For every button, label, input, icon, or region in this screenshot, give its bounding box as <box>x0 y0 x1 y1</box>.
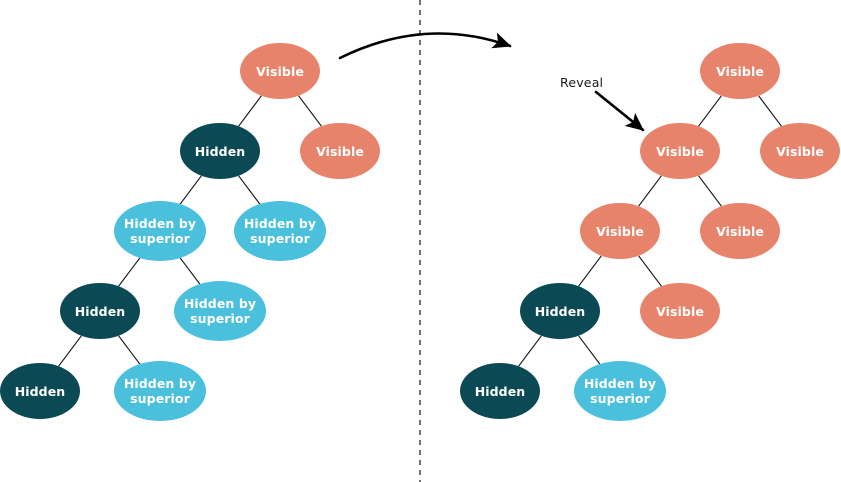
tree-node-label: Visible <box>776 143 824 159</box>
tree-node-label: Hidden <box>14 383 66 399</box>
tree-node-visible[interactable]: Visible <box>700 43 780 99</box>
tree-edge <box>238 175 262 207</box>
tree-node-label: Hidden by superior <box>123 216 197 246</box>
reveal-arrow-icon <box>594 90 645 132</box>
tree-node-hidden[interactable]: Hidden <box>60 283 140 339</box>
tree-node-label: Visible <box>596 223 644 239</box>
tree-node-hidden-by-superior[interactable]: Hidden by superior <box>574 361 666 421</box>
tree-node-label: Hidden <box>534 303 586 319</box>
tree-node-visible[interactable]: Visible <box>640 123 720 179</box>
tree-node-label: Visible <box>656 143 704 159</box>
tree-edge <box>58 335 82 367</box>
tree-edge <box>238 95 262 127</box>
tree-node-label: Visible <box>256 63 304 79</box>
tree-node-label: Visible <box>656 303 704 319</box>
tree-node-visible[interactable]: Visible <box>700 203 780 259</box>
tree-edge <box>118 255 142 287</box>
tree-node-hidden[interactable]: Hidden <box>0 363 80 419</box>
tree-node-label: Hidden by superior <box>583 376 657 406</box>
tree-edge <box>118 335 142 367</box>
tree-node-visible[interactable]: Visible <box>760 123 840 179</box>
tree-node-visible[interactable]: Visible <box>580 203 660 259</box>
tree-edge <box>298 95 322 127</box>
tree-node-hidden-by-superior[interactable]: Hidden by superior <box>234 201 326 261</box>
tree-node-visible[interactable]: Visible <box>240 43 320 99</box>
tree-node-label: Hidden by superior <box>243 216 317 246</box>
tree-node-visible[interactable]: Visible <box>640 283 720 339</box>
tree-node-hidden-by-superior[interactable]: Hidden by superior <box>114 361 206 421</box>
tree-node-label: Hidden by superior <box>123 376 197 406</box>
tree-node-hidden[interactable]: Hidden <box>460 363 540 419</box>
tree-edge <box>178 175 202 207</box>
tree-node-hidden-by-superior[interactable]: Hidden by superior <box>114 201 206 261</box>
tree-node-hidden[interactable]: Hidden <box>520 283 600 339</box>
reveal-annotation-label: Reveal <box>560 75 604 90</box>
tree-node-hidden-by-superior[interactable]: Hidden by superior <box>174 281 266 341</box>
tree-node-label: Visible <box>716 63 764 79</box>
tree-edge <box>178 255 202 287</box>
tree-node-label: Hidden by superior <box>183 296 257 326</box>
tree-edge <box>758 95 782 127</box>
tree-edge <box>698 95 722 127</box>
tree-edge <box>518 335 542 367</box>
tree-edges <box>58 95 782 367</box>
tree-edge <box>638 255 662 287</box>
tree-edge <box>578 335 602 367</box>
tree-node-hidden[interactable]: Hidden <box>180 123 260 179</box>
tree-edge <box>698 175 722 207</box>
tree-edge <box>578 255 602 287</box>
transition-arrow-icon <box>338 32 512 60</box>
tree-node-label: Visible <box>716 223 764 239</box>
tree-node-label: Hidden <box>474 383 526 399</box>
tree-node-label: Hidden <box>194 143 246 159</box>
tree-node-label: Hidden <box>74 303 126 319</box>
tree-node-label: Visible <box>316 143 364 159</box>
tree-node-visible[interactable]: Visible <box>300 123 380 179</box>
tree-edge <box>638 175 662 207</box>
